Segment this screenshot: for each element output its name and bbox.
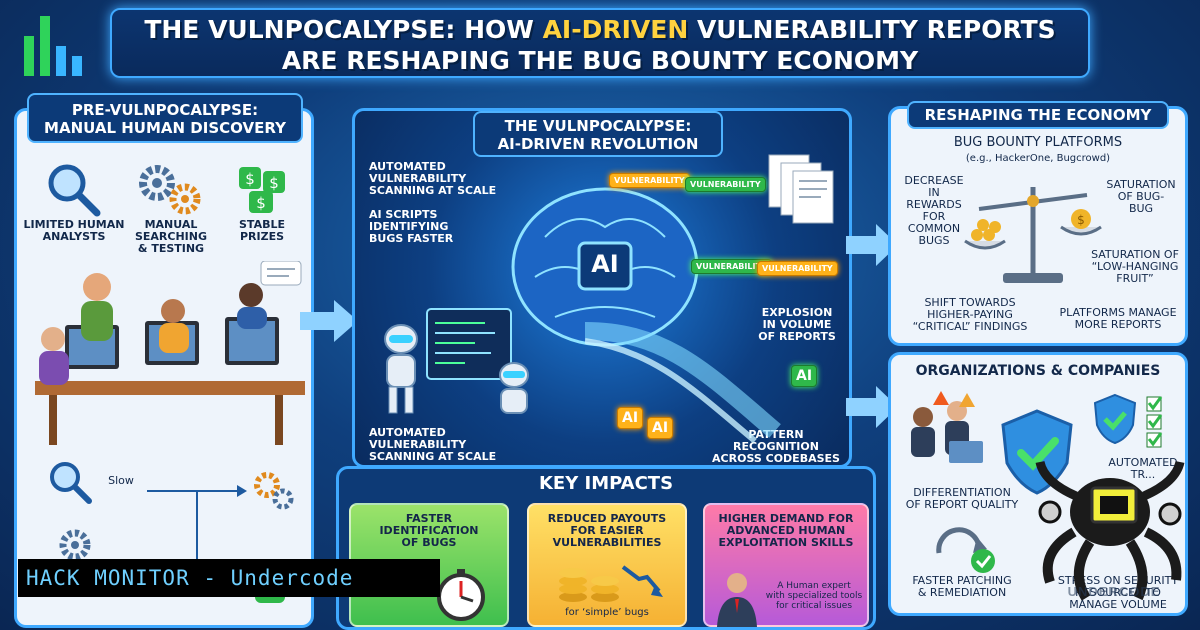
vulnerability-chip-3: VULNERABILITY: [691, 259, 772, 274]
pre-vulnpocalypse-panel: PRE-VULNPOCALYPSE: MANUAL HUMAN DISCOVER…: [14, 93, 314, 628]
left-panel-heading: PRE-VULNPOCALYPSE: MANUAL HUMAN DISCOVER…: [27, 93, 303, 143]
analysts-office-illustration: [35, 261, 305, 445]
hack-monitor-badge: HACK MONITOR - Undercode: [18, 559, 440, 597]
center-heading-line-2: AI-DRIVEN REVOLUTION: [497, 135, 699, 153]
left-heading-line-1: PRE-VULNPOCALYPSE:: [71, 101, 259, 119]
center-heading-line-1: THE VULNPOCALYPSE:: [504, 117, 692, 135]
key-impacts-heading: KEY IMPACTS: [538, 473, 674, 494]
slow-label: Slow: [108, 474, 134, 487]
magnifier-icon: [48, 164, 101, 217]
shift-critical-label: SHIFT TOWARDS HIGHER-PAYING “CRITICAL” F…: [912, 296, 1028, 333]
arrow-center-to-bottom-right: [846, 386, 898, 428]
platforms-examples-label: (e.g., HackerOne, Bugcrowd): [965, 153, 1111, 164]
reshaping-economy-panel: RESHAPING THE ECONOMY BUG BOUNTY PLATFOR…: [888, 101, 1188, 346]
title-line-2: ARE RESHAPING THE BUG BOUNTY ECONOMY: [281, 46, 919, 75]
business-people-icon: [911, 391, 983, 463]
limited-analysts-label: LIMITED HUMAN ANALYSTS: [23, 218, 125, 243]
refresh-check-icon: [936, 527, 995, 573]
ai-brain-illustration: [511, 187, 699, 347]
impact-card-faster-text: FASTER IDENTIFICATION OF BUGS: [379, 512, 479, 549]
robot-left-icon: [384, 324, 418, 414]
human-expert-note: A Human expert with specialized tools fo…: [765, 581, 863, 611]
saturation-bug-label: SATURATION OF BUG- BUG: [1106, 178, 1176, 215]
platforms-manage-label: PLATFORMS MANAGE MORE REPORTS: [1059, 306, 1177, 331]
organizations-heading: ORGANIZATIONS & COMPANIES: [915, 363, 1161, 379]
explosion-label: EXPLOSION IN VOLUME OF REPORTS: [758, 306, 836, 343]
left-heading-line-2: MANUAL HUMAN DISCOVERY: [44, 119, 286, 137]
svg-text:$: $: [1077, 213, 1085, 227]
manual-testing-label: MANUAL SEARCHING & TESTING: [134, 218, 208, 255]
svg-text:$: $: [256, 194, 266, 212]
ai-scripts-label: AI SCRIPTS IDENTIFYING BUGS FASTER: [369, 208, 454, 245]
stress-resources-label: STRESS ON SECURITY RESOURCES TO MANAGE V…: [1057, 574, 1179, 611]
decrease-rewards-label: DECREASE IN REWARDS FOR COMMON BUGS: [904, 174, 964, 247]
ai-token-3: AI: [791, 365, 818, 387]
vulnerability-chip-4: VULNERABILITY: [757, 261, 838, 276]
faster-patching-label: FASTER PATCHING & REMEDIATION: [912, 574, 1012, 599]
key-impacts-panel: KEY IMPACTS FASTER IDENTIFICATION OF BUG…: [336, 466, 876, 630]
svg-text:$: $: [269, 174, 279, 192]
ai-chip-label: AI: [591, 250, 619, 278]
automated-scanning-top-label: AUTOMATED VULNERABILITY SCANNING AT SCAL…: [369, 160, 497, 197]
bug-bounty-platforms-label: BUG BOUNTY PLATFORMS: [953, 135, 1123, 150]
undercode-octopus-logo: [1035, 460, 1185, 601]
stable-prizes-label: STABLE PRIZES: [239, 218, 285, 243]
simple-bugs-note: for ‘simple’ bugs: [565, 607, 649, 618]
gears-icon: [139, 165, 201, 215]
shield-check-icon: [1001, 409, 1073, 495]
reshaping-heading-text: RESHAPING THE ECONOMY: [924, 106, 1152, 124]
bar-graph-icon: [24, 16, 82, 76]
ai-token-1: AI: [617, 407, 644, 429]
code-screen-icon: [426, 308, 512, 380]
dollar-coins-icon: $ $ $: [239, 167, 285, 213]
magnifier-small-icon: [50, 462, 92, 504]
undercode-watermark: UNDERCODE: [1067, 584, 1161, 599]
vulnpocalypse-panel: THE VULNPOCALYPSE: AI-DRIVEN REVOLUTION …: [352, 108, 852, 468]
impact-card-higher-demand-text: HIGHER DEMAND FOR ADVANCED HUMAN EXPLOIT…: [718, 512, 854, 549]
title-highlight: AI-DRIVEN: [542, 15, 689, 44]
saturation-low-hanging-label: SATURATION OF “LOW-HANGING FRUIT”: [1091, 248, 1179, 285]
title-part-a: THE VULNPOCALYPSE: HOW: [144, 15, 543, 44]
reports-documents-icon: [768, 154, 834, 224]
robot-small-icon: [499, 362, 529, 414]
checklist-shield-icon: [1093, 393, 1163, 448]
impact-card-reduced-text: REDUCED PAYOUTS FOR EASIER VULNERABILITI…: [547, 512, 667, 549]
human-expert-icon: [717, 573, 757, 627]
reshaping-heading: RESHAPING THE ECONOMY: [907, 101, 1169, 129]
coin-stacks-down-icon: [559, 565, 663, 602]
arrow-center-to-top-right: [846, 224, 898, 266]
automated-triage-label: AUTOMATED TR...: [1108, 456, 1178, 481]
gears-small-icon: [59, 529, 91, 561]
center-panel-heading: THE VULNPOCALYPSE: AI-DRIVEN REVOLUTION: [473, 111, 723, 157]
data-stream-illustration: [585, 322, 781, 444]
impact-card-higher-demand: HIGHER DEMAND FOR ADVANCED HUMAN EXPLOIT…: [703, 503, 869, 627]
vulnerability-chip-2: VULNERABILITY: [685, 177, 766, 192]
stopwatch-icon: [437, 569, 485, 621]
vulnerability-chip-1: VULNERABILITY: [609, 173, 690, 188]
ai-token-2: AI: [647, 417, 674, 439]
balance-scale-icon: $: [964, 187, 1102, 283]
svg-text:$: $: [245, 170, 255, 188]
automated-scanning-bottom-label: AUTOMATED VULNERABILITY SCANNING AT SCAL…: [369, 426, 497, 463]
impact-card-reduced: REDUCED PAYOUTS FOR EASIER VULNERABILITI…: [527, 503, 687, 627]
arrow-left-to-center: [300, 300, 358, 342]
title-part-c: VULNERABILITY REPORTS: [688, 15, 1056, 44]
differentiation-label: DIFFERENTIATION OF REPORT QUALITY: [905, 486, 1019, 511]
page-title: THE VULNPOCALYPSE: HOW AI-DRIVEN VULNERA…: [110, 8, 1090, 78]
